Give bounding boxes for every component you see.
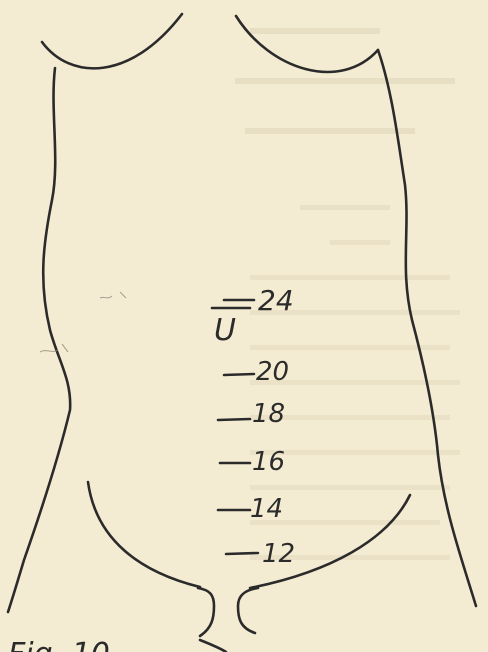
tick-12 (226, 553, 258, 554)
pubic-curve (88, 482, 200, 587)
symphysis-mark-right (238, 588, 258, 633)
week-label-16: 16 (252, 447, 285, 477)
leg-line (200, 640, 226, 652)
figure-caption: Fig. 10 (8, 637, 110, 652)
symphysis-mark (198, 588, 214, 636)
week-label-20: 20 (256, 357, 289, 387)
week-label-18: 18 (252, 399, 285, 429)
left-breast-outline (42, 14, 182, 68)
right-breast-outline (236, 16, 378, 72)
week-label-12: 12 (262, 539, 295, 569)
tick-18 (218, 419, 250, 420)
umbilicus-label: U (214, 313, 236, 348)
tick-20 (224, 374, 254, 375)
left-body-outline (8, 68, 70, 612)
week-label-24: 24 (258, 284, 294, 317)
week-label-14: 14 (250, 494, 283, 524)
